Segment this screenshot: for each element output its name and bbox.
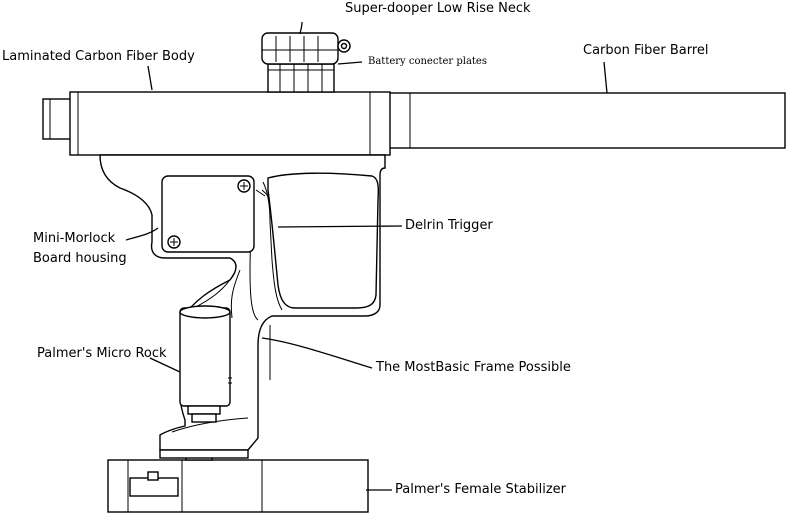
label-board-housing-line1: Mini-Morlock <box>33 231 116 246</box>
barrel <box>384 92 786 149</box>
leader-lines <box>125 21 608 491</box>
label-board-housing-line2: Board housing <box>33 251 127 266</box>
label-battery-plates: Battery conecter plates <box>368 56 487 67</box>
label-body: Laminated Carbon Fiber Body <box>2 49 195 64</box>
board-housing <box>161 175 255 253</box>
neck <box>261 32 351 93</box>
label-stabilizer: Palmer's Female Stabilizer <box>395 482 567 497</box>
trigger <box>262 172 380 311</box>
label-neck: Super-dooper Low Rise Neck <box>345 1 531 16</box>
label-barrel: Carbon Fiber Barrel <box>583 43 709 58</box>
body <box>42 91 391 156</box>
label-micro-rock: Palmer's Micro Rock <box>37 346 167 361</box>
micro-rock <box>179 305 232 423</box>
stabilizer <box>107 449 369 513</box>
label-frame: The MostBasic Frame Possible <box>376 360 571 375</box>
label-trigger: Delrin Trigger <box>405 218 493 233</box>
